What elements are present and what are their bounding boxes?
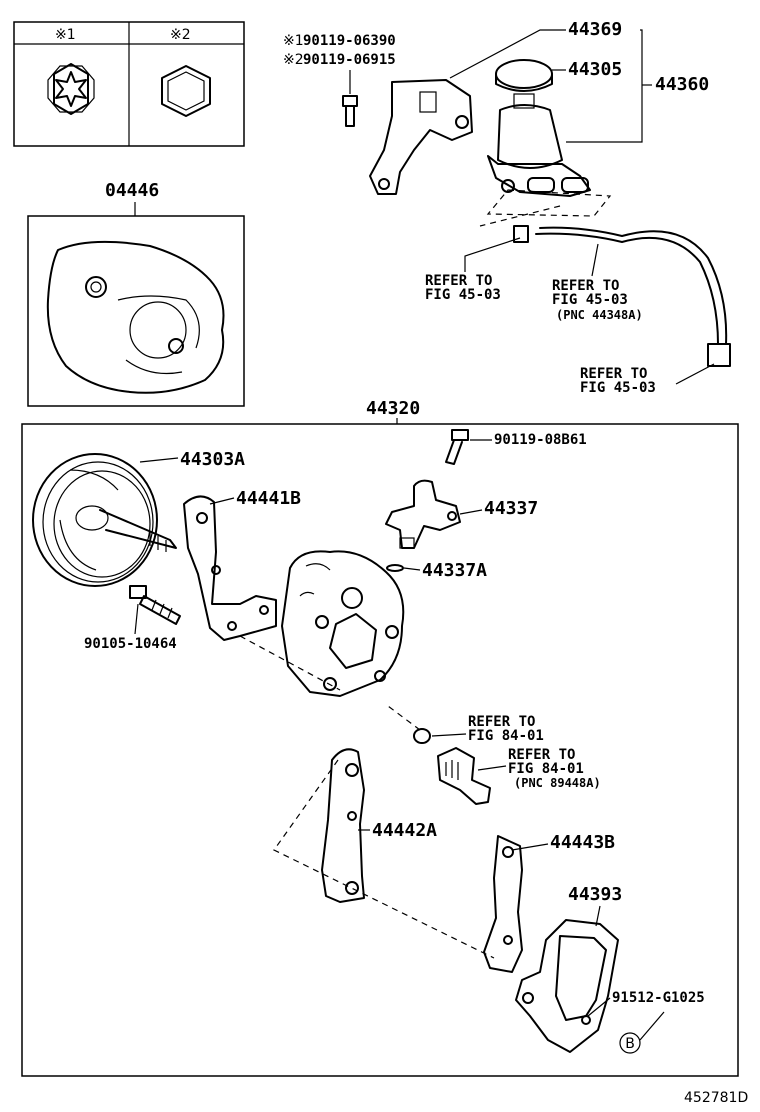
label-90119-08b61: 90119-08B61: [494, 432, 587, 448]
legend-col1-header: ※1: [55, 27, 76, 43]
refer-1-line2: FIG 45-03: [425, 287, 501, 303]
refer-3-line2: FIG 45-03: [580, 380, 656, 396]
pump-body: [281, 550, 405, 697]
label-44337: 44337: [484, 498, 538, 519]
cover-44393: [515, 919, 619, 1053]
label-44360: 44360: [655, 74, 709, 95]
label-90119-06915: 90119-06915: [303, 52, 396, 68]
torx-bolt-head-icon: [47, 63, 95, 115]
label-44303a: 44303A: [180, 449, 245, 470]
label-44305: 44305: [568, 59, 622, 80]
gasket-kit-box: [27, 215, 245, 407]
label-04446: 04446: [105, 180, 159, 201]
hex-bolt-head-icon: [161, 65, 211, 117]
refer-5-line1: REFER TO: [508, 747, 575, 763]
o-ring-icon: [413, 728, 431, 744]
bolt-90105-10464: [129, 585, 181, 625]
label-91512-g1025: 91512-G1025: [612, 990, 705, 1006]
diagram-code: 452781D: [684, 1090, 748, 1106]
return-hose: [535, 226, 731, 367]
bolt-ref-2-mark: ※2: [283, 52, 304, 68]
refer-5-line3: (PNC 89448A): [514, 776, 601, 790]
bolt-ref-1-mark: ※1: [283, 33, 304, 49]
label-44441b: 44441B: [236, 488, 301, 509]
label-44393: 44393: [568, 884, 622, 905]
label-44442a: 44442A: [372, 820, 437, 841]
pressure-switch-icon: [437, 747, 491, 805]
marker-b-circle: [619, 1032, 641, 1054]
marker-b-label: B: [625, 1036, 635, 1052]
refer-2-line2: FIG 45-03: [552, 292, 628, 308]
refer-4-line1: REFER TO: [468, 714, 535, 730]
hose-clamp-icon: [513, 225, 529, 243]
refer-2-line1: REFER TO: [552, 278, 619, 294]
bolt-icon: [342, 95, 358, 127]
refer-3-line1: REFER TO: [580, 366, 647, 382]
refer-4-line2: FIG 84-01: [468, 728, 544, 744]
label-90105-10464: 90105-10464: [84, 636, 177, 652]
label-44320: 44320: [366, 398, 420, 419]
bracket-44441b: [183, 495, 277, 641]
legend-col2-header: ※2: [170, 27, 191, 43]
legend-table: ※1 ※2: [13, 21, 245, 147]
suction-port-44337: [385, 479, 461, 549]
label-44443b: 44443B: [550, 832, 615, 853]
pump-body-outline-icon: [46, 240, 225, 394]
pulley-44303a: [32, 453, 177, 587]
label-90119-06390: 90119-06390: [303, 33, 396, 49]
bolt-90119-08b61: [445, 429, 469, 465]
refer-2-line3: (PNC 44348A): [556, 308, 643, 322]
label-44337a: 44337A: [422, 560, 487, 581]
pump-assembly-box: [21, 423, 739, 1077]
refer-5-line2: FIG 84-01: [508, 761, 584, 777]
bracket-44369: [369, 79, 473, 195]
reservoir-tank-44360: [487, 59, 591, 197]
refer-1-line1: REFER TO: [425, 273, 492, 289]
bracket-44442a: [321, 748, 365, 903]
bracket-44443b: [483, 835, 523, 973]
label-44369: 44369: [568, 19, 622, 40]
o-ring-44337a: [386, 564, 404, 572]
